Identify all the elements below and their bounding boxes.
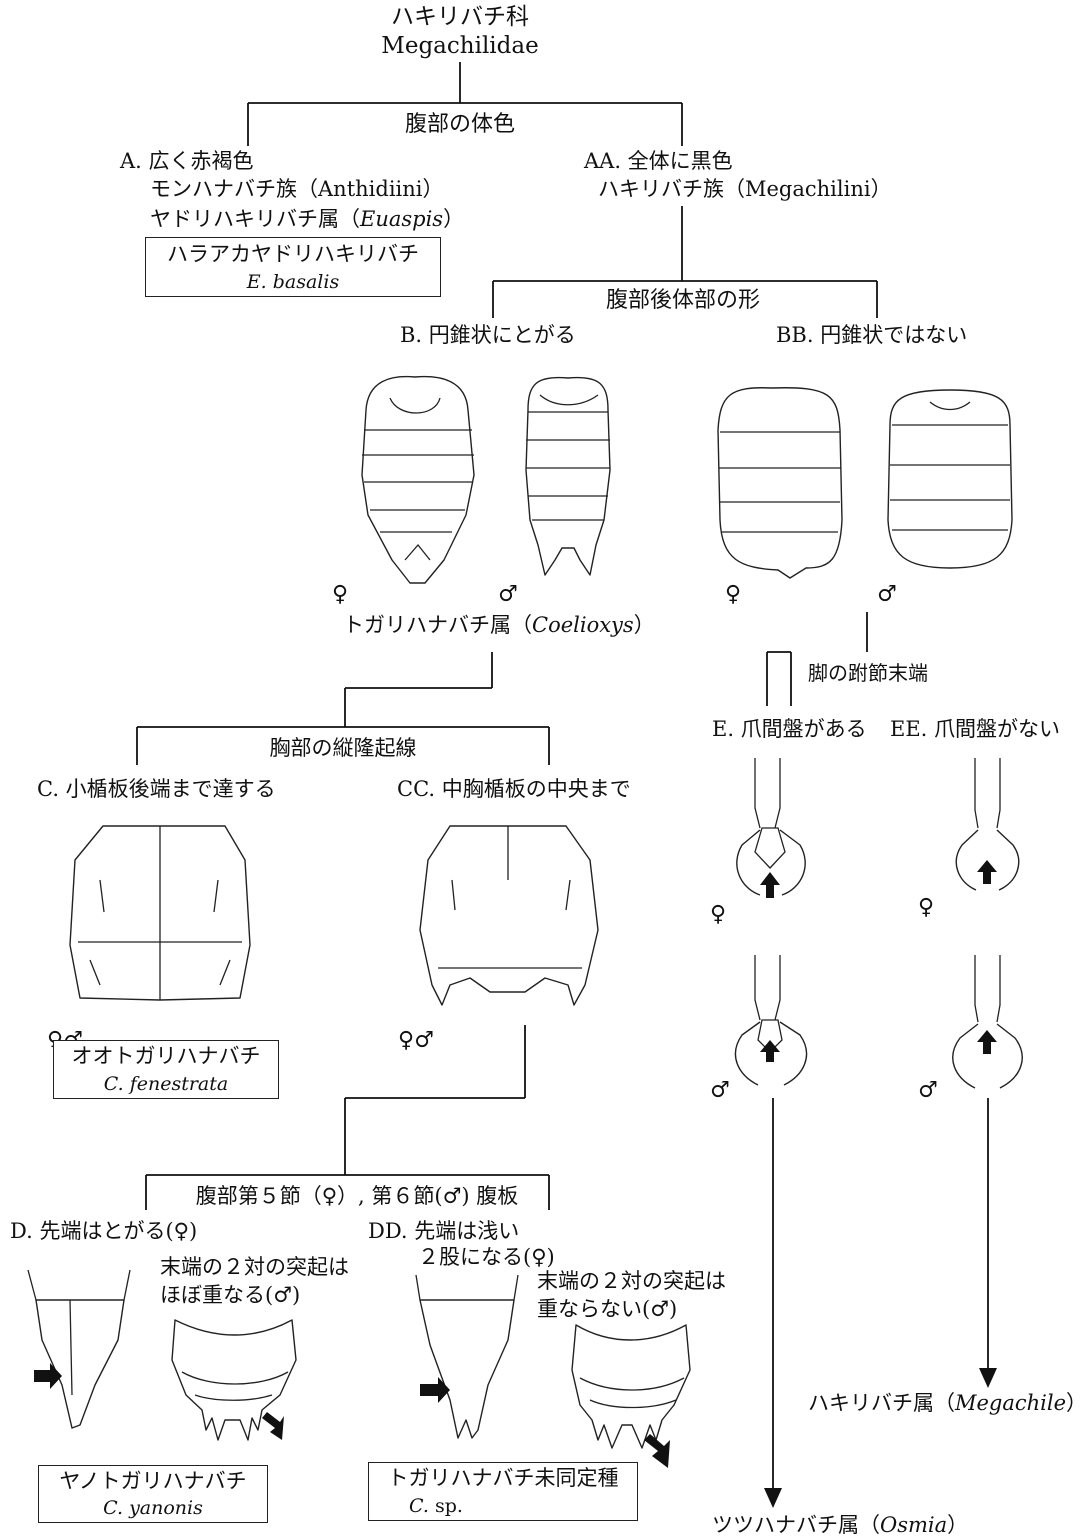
species-fenestrata-ja: オオトガリハナバチ (71, 1044, 261, 1068)
genus-coelioxys: トガリハナバチ属（Coelioxys） (343, 613, 655, 637)
megachilini-female-abdomen-drawing (717, 387, 843, 579)
option-dd-title-2: ２股になる(♀) (418, 1245, 555, 1269)
ee-male-symbol: ♂ (918, 1078, 938, 1103)
root-family-latin: Megachilidae (381, 33, 539, 59)
question-abdomen-shape: 腹部後体部の形 (605, 288, 761, 313)
species-csp-latin: C. sp. (409, 1495, 463, 1517)
csp-female-sternite-drawing (415, 1274, 519, 1439)
species-box-yanonis: ヤノトガリハナバチ C. yanonis (38, 1465, 268, 1523)
species-fenestrata-latin: C. fenestrata (103, 1073, 229, 1095)
b-female-symbol: ♀ (332, 582, 349, 607)
species-box-csp: トガリハナバチ未同定種 C. sp. (368, 1462, 638, 1521)
question-tarsus: 脚の跗節末端 (808, 661, 928, 685)
bb-male-symbol: ♂ (877, 582, 897, 607)
genus-megachile: ハキリバチ属（Megachile） (808, 1391, 1084, 1415)
option-a-genus: ヤドリハキリバチ属（Euaspis） (150, 207, 465, 231)
species-basalis-latin: E. basalis (246, 271, 340, 293)
cc-sex-symbols: ♀♂ (398, 1028, 434, 1053)
species-yanonis-ja: ヤノトガリハナバチ (59, 1469, 247, 1493)
ee-female-symbol: ♀ (918, 895, 935, 920)
species-yanonis-latin: C. yanonis (103, 1497, 203, 1519)
species-box-fenestrata: オオトガリハナバチ C. fenestrata (53, 1040, 279, 1099)
species-box-basalis: ハラアカヤドリハキリバチ E. basalis (145, 237, 441, 297)
fenestrata-thorax-drawing (69, 825, 251, 1001)
coelioxys-male-abdomen-drawing (525, 376, 611, 576)
genus-osmia: ツツハナバチ属（Osmia） (712, 1513, 969, 1537)
option-d-title: D. 先端はとがる(♀) (10, 1219, 198, 1243)
option-c-title: C. 小楯板後端まで達する (37, 777, 276, 801)
e-male-symbol: ♂ (710, 1078, 730, 1103)
ee-male-claw-drawing (952, 955, 1023, 1089)
option-bb-title: BB. 円錐状ではない (776, 323, 968, 347)
option-aa-tribe: ハキリバチ族（Megachilini） (598, 177, 892, 201)
coelioxys-cc-thorax-drawing (419, 825, 599, 1006)
connector-lines (136, 62, 989, 1490)
question-thorax-carina: 胸部の縦隆起線 (269, 736, 417, 760)
root-family-ja: ハキリバチ科 (391, 4, 529, 30)
d-male-text-1: 末端の２対の突起は (160, 1255, 349, 1279)
d-male-text-2: ほぼ重なる(♂) (160, 1283, 301, 1307)
e-female-claw-drawing (736, 758, 806, 898)
bb-female-symbol: ♀ (725, 582, 742, 607)
option-a-tribe: モンハナバチ族（Anthidiini） (150, 177, 444, 201)
ee-female-claw-drawing (955, 758, 1020, 891)
e-female-symbol: ♀ (710, 902, 727, 927)
option-dd-title-1: DD. 先端は浅い (368, 1219, 520, 1243)
dd-male-text-1: 末端の２対の突起は (537, 1269, 726, 1293)
option-b-title: B. 円錐状にとがる (400, 323, 576, 347)
species-basalis-ja: ハラアカヤドリハキリバチ (167, 242, 419, 266)
yanonis-female-sternite-drawing (27, 1269, 131, 1429)
csp-male-sternite-drawing (571, 1324, 691, 1468)
dd-male-text-2: 重ならない(♂) (537, 1297, 678, 1321)
option-cc-title: CC. 中胸楯板の中央まで (397, 777, 631, 801)
b-male-symbol: ♂ (498, 582, 518, 607)
option-e-title: E. 爪間盤がある (712, 717, 867, 741)
yanonis-male-sternite-drawing (171, 1319, 297, 1441)
coelioxys-female-abdomen-drawing (361, 375, 475, 584)
question-sternite: 腹部第５節（♀）, 第６節(♂) 腹板 (195, 1184, 519, 1208)
option-ee-title: EE. 爪間盤がない (890, 717, 1061, 741)
question-body-color: 腹部の体色 (404, 112, 516, 137)
megachilini-male-abdomen-drawing (887, 389, 1013, 569)
e-male-claw-drawing (734, 955, 808, 1086)
option-a-title: A. 広く赤褐色 (120, 149, 254, 173)
megachile-arrowhead (979, 1368, 997, 1388)
osmia-arrowhead (764, 1488, 782, 1508)
species-csp-ja: トガリハナバチ未同定種 (387, 1466, 619, 1490)
option-aa-title: AA. 全体に黒色 (584, 149, 733, 173)
